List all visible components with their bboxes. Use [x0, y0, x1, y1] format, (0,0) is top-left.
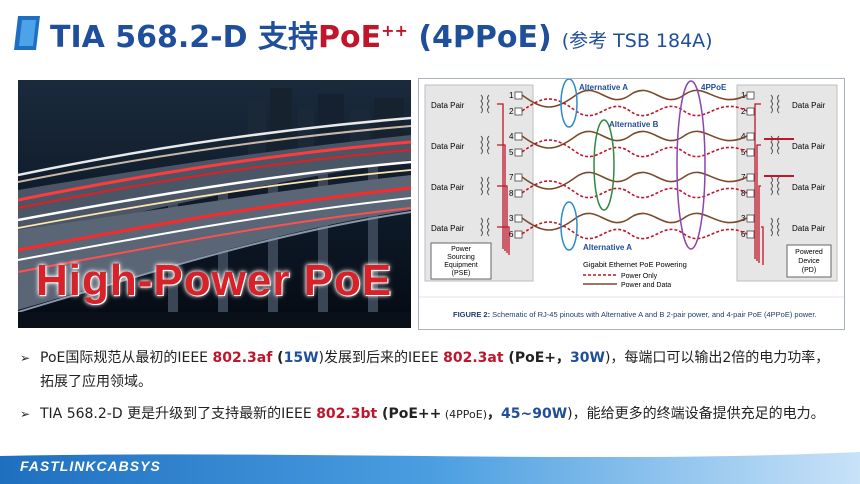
alt-a-top-label: Alternative A: [579, 83, 628, 92]
title-accent-icon: [14, 16, 40, 50]
svg-text:6: 6: [509, 230, 514, 239]
svg-text:Device: Device: [798, 258, 820, 265]
pd-box: [786, 244, 832, 278]
title-poe: PoE: [317, 20, 382, 55]
schematic-svg: Data Pair Data Pair Data Pair Data Pair …: [419, 78, 844, 319]
page-title: TIA 568.2-D 支持PoE++ (4PPoE)(参考 TSB 184A): [50, 20, 713, 55]
svg-text:Power: Power: [451, 246, 472, 253]
alt-a-bottom-label: Alternative A: [583, 243, 632, 252]
poe-schematic-diagram: Data Pair Data Pair Data Pair Data Pair …: [418, 78, 845, 330]
footer-brand: FASTLINKCABSYS: [20, 458, 161, 474]
legend-power-only: Power Only: [621, 273, 658, 280]
alt-b-label: Alternative B: [609, 120, 659, 129]
svg-text:8: 8: [509, 189, 514, 198]
right-data-pair-1: Data Pair: [792, 101, 826, 110]
svg-text:8: 8: [741, 189, 746, 198]
left-data-pair-1: Data Pair: [431, 101, 465, 110]
svg-text:5: 5: [509, 148, 514, 157]
title-bar: TIA 568.2-D 支持PoE++ (4PPoE)(参考 TSB 184A): [0, 0, 860, 70]
svg-text:Powered: Powered: [795, 249, 823, 256]
alt-a-top-ellipse: [560, 78, 578, 128]
svg-text:Equipment: Equipment: [444, 262, 478, 269]
svg-text:7: 7: [741, 173, 746, 182]
svg-text:1: 1: [741, 91, 746, 100]
left-data-pair-2: Data Pair: [431, 142, 465, 151]
svg-text:(PSE): (PSE): [452, 270, 471, 277]
figure-caption: FIGURE 2: Schematic of RJ-45 pinouts wit…: [453, 310, 817, 319]
right-data-pair-4: Data Pair: [792, 224, 826, 233]
svg-text:(PD): (PD): [802, 267, 816, 274]
fourppoe-label: 4PPoE: [701, 83, 727, 92]
legend-title: Gigabit Ethernet PoE Powering: [583, 260, 687, 269]
alt-b-ellipse: [593, 119, 615, 211]
svg-text:3: 3: [741, 214, 746, 223]
fourppoe-ellipse: [676, 80, 706, 250]
bullet-list: ➢ PoE国际规范从最初的IEEE 802.3af (15W)发展到后来的IEE…: [20, 346, 850, 435]
arrow-bullet-icon: ➢: [20, 351, 31, 365]
svg-text:2: 2: [741, 107, 746, 116]
right-data-pair-2: Data Pair: [792, 142, 826, 151]
bullet-item-1: ➢ PoE国际规范从最初的IEEE 802.3af (15W)发展到后来的IEE…: [20, 346, 850, 394]
svg-text:6: 6: [741, 230, 746, 239]
pse-box: [430, 242, 492, 280]
arrow-bullet-icon: ➢: [20, 407, 31, 421]
svg-text:4: 4: [509, 132, 514, 141]
svg-text:7: 7: [509, 173, 514, 182]
title-reference: (参考 TSB 184A): [561, 30, 713, 52]
footer-bar: [0, 452, 860, 484]
svg-text:1: 1: [509, 91, 514, 100]
left-data-pair-4: Data Pair: [431, 224, 465, 233]
legend-power-data: Power and Data: [621, 282, 671, 289]
bullet-item-2: ➢ TIA 568.2-D 更是升级到了支持最新的IEEE 802.3bt (P…: [20, 402, 850, 427]
svg-text:3: 3: [509, 214, 514, 223]
right-data-pair-3: Data Pair: [792, 183, 826, 192]
alt-a-bottom-ellipse: [560, 201, 578, 251]
highway-image: [18, 80, 411, 328]
photo-overlay-text: High-Power PoE: [36, 256, 393, 305]
svg-text:Sourcing: Sourcing: [447, 254, 475, 261]
highway-photo: High-Power PoE: [18, 80, 411, 328]
svg-text:5: 5: [741, 148, 746, 157]
left-data-pair-3: Data Pair: [431, 183, 465, 192]
svg-text:4: 4: [741, 132, 746, 141]
title-plus: ++: [381, 21, 408, 40]
svg-text:2: 2: [509, 107, 514, 116]
